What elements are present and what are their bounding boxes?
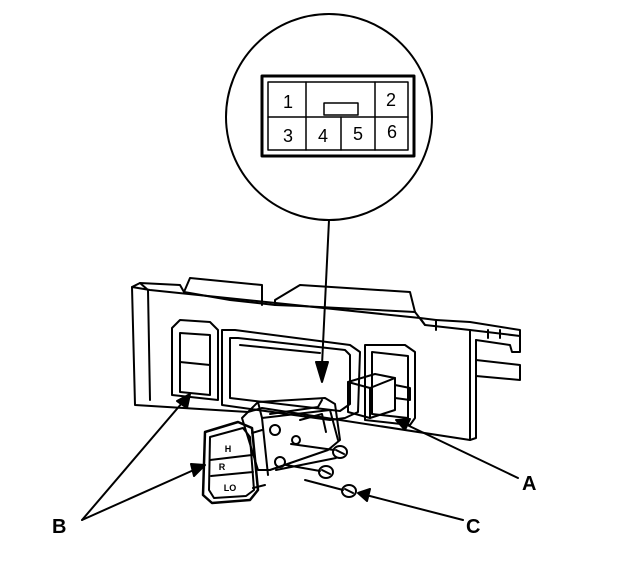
pin-1: 1 xyxy=(283,92,293,112)
switch-label-hi: H xyxy=(225,444,232,454)
pin-2: 2 xyxy=(386,90,396,110)
magnifier-arrowhead xyxy=(315,361,329,383)
right-opening xyxy=(364,344,416,426)
left-opening xyxy=(171,319,219,401)
callout-a: A xyxy=(522,473,536,495)
dashboard-bezel xyxy=(131,277,521,441)
connector-face xyxy=(260,74,416,158)
magnifier-leader xyxy=(321,219,330,366)
screw-3 xyxy=(304,479,357,498)
connector-magnifier xyxy=(225,13,433,383)
leader-a xyxy=(402,422,519,479)
pin-5: 5 xyxy=(353,124,363,144)
leader-b-1 xyxy=(81,402,183,521)
connector-latch xyxy=(323,102,359,116)
harness-connector xyxy=(347,373,411,419)
callout-b: B xyxy=(52,516,66,538)
mounting-screws xyxy=(275,443,357,498)
seat-heater-switch xyxy=(201,397,341,505)
callout-c: C xyxy=(466,516,480,538)
pin-4: 4 xyxy=(318,126,328,146)
screw-1 xyxy=(290,443,348,459)
switch-face xyxy=(201,420,260,505)
leader-b-2 xyxy=(81,468,197,521)
switch-label-lo: LO xyxy=(224,483,237,493)
leader-c xyxy=(365,494,464,521)
pin-3: 3 xyxy=(283,126,293,146)
connector-housing xyxy=(260,74,416,158)
leader-lines xyxy=(81,393,519,521)
center-opening xyxy=(221,329,361,421)
switch-label-r: R xyxy=(219,462,226,472)
pin-6: 6 xyxy=(387,122,397,142)
